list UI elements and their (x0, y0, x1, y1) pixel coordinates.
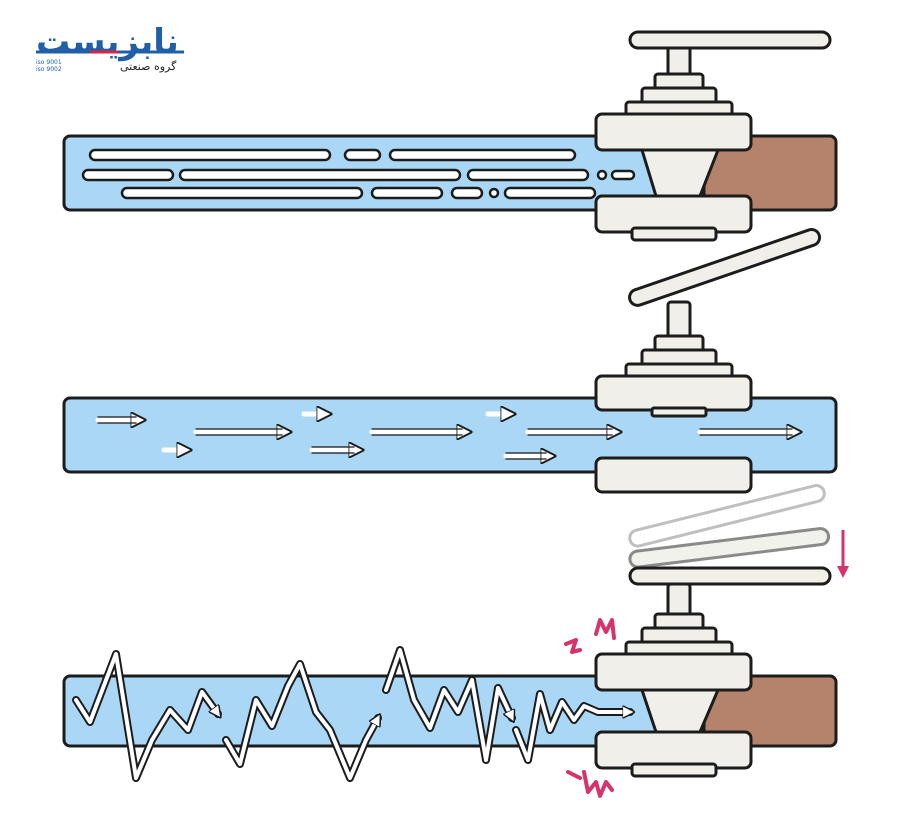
handle-motion-trail (628, 484, 831, 569)
logo-iso-9001: iso 9001 (36, 59, 62, 66)
valve-handle-closing[interactable] (628, 566, 832, 586)
impact-burst-top (564, 618, 616, 654)
valve-handle[interactable] (628, 30, 832, 50)
flow-streaks (81, 148, 636, 200)
impact-burst-bottom (566, 770, 614, 798)
logo-wordmark: نابزیست (36, 22, 180, 62)
panel-open (62, 227, 838, 494)
surge-waves (72, 646, 630, 782)
logo-subtitle: گروه صنعتی (120, 60, 177, 73)
valve-body (594, 42, 753, 242)
panel-surge (62, 484, 849, 798)
valve-body (594, 300, 753, 494)
valve-body (594, 582, 753, 778)
valve-handle-raised[interactable] (627, 227, 822, 307)
flow-arrows (95, 414, 796, 456)
panel-closed (62, 30, 838, 242)
logo-iso-9002: iso 9002 (36, 66, 62, 73)
flow-arrows-outline (97, 416, 793, 460)
